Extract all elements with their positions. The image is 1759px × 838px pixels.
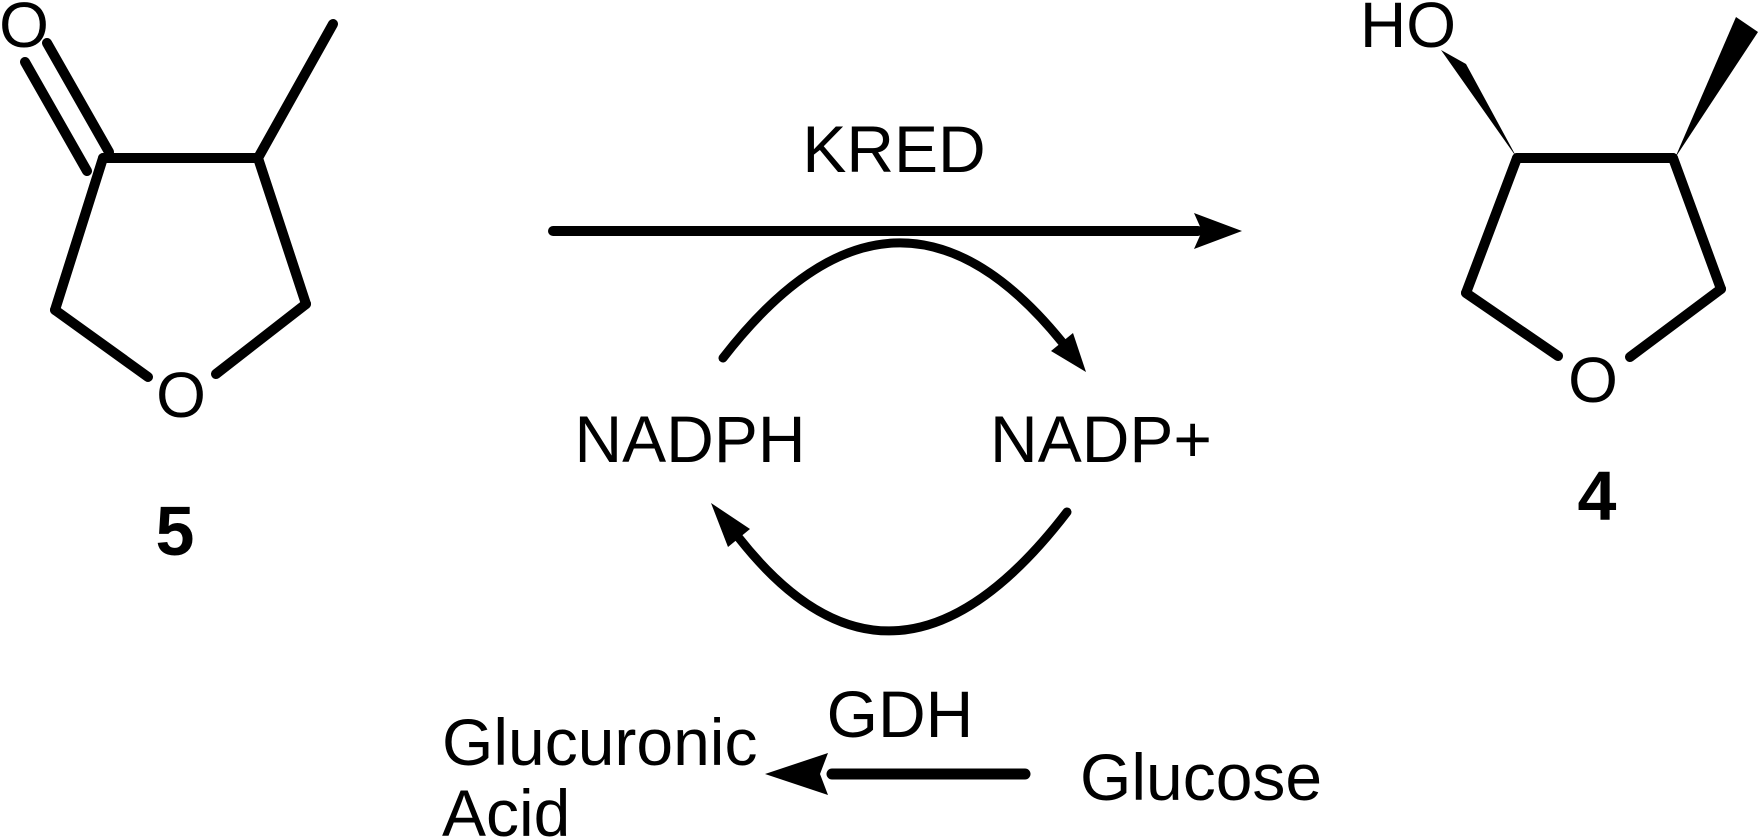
ring-bond-left xyxy=(50,153,108,315)
gdh-arrowhead-icon xyxy=(765,753,828,795)
ring-bond-bottom-right xyxy=(1625,284,1726,362)
kred-reaction: KRED xyxy=(548,112,1242,249)
substrate-number-label: 5 xyxy=(156,492,195,570)
ring-bond-right xyxy=(1668,153,1726,294)
ring-oxygen-label: O xyxy=(1568,344,1618,416)
gdh-enzyme-label: GDH xyxy=(827,677,974,751)
glucuronic-label-line1: Glucuronic xyxy=(442,705,757,779)
ring-oxygen-label: O xyxy=(156,359,206,431)
ring-bond-right xyxy=(253,153,311,309)
kred-enzyme-label: KRED xyxy=(802,112,985,186)
methyl-bond xyxy=(253,19,338,163)
ring-bond-bottom-left xyxy=(1461,288,1563,361)
product-alcohol-structure: HO O 4 xyxy=(1360,0,1758,535)
methyl-wedge-bond xyxy=(1675,17,1758,158)
substrate-ketone-structure: O O 5 xyxy=(0,0,338,570)
hydroxyl-wedge-bond xyxy=(1441,50,1517,158)
reaction-arrowhead-icon xyxy=(1194,213,1242,249)
carbonyl-double-bond-outer xyxy=(42,38,114,157)
carbonyl-double-bond-inner xyxy=(20,57,92,176)
gdh-regeneration: GDH Glucose Glucuronic Acid xyxy=(442,677,1322,838)
cofactor-cycle: NADPH NADP+ xyxy=(574,238,1212,636)
product-number-label: 4 xyxy=(1578,457,1617,535)
ring-bond-left xyxy=(1461,153,1522,298)
ring-bond-bottom-left xyxy=(50,305,153,382)
glucuronic-label-line2: Acid xyxy=(442,776,570,838)
cycle-arc-bottom xyxy=(734,507,1072,636)
cycle-arc-top xyxy=(718,238,1067,363)
carbonyl-oxygen-label: O xyxy=(0,0,49,61)
hydroxyl-label: HO xyxy=(1360,0,1456,61)
nadph-label: NADPH xyxy=(574,402,805,476)
cycle-arc-top-arrowhead-icon xyxy=(1051,333,1086,372)
nadp-plus-label: NADP+ xyxy=(990,402,1212,476)
cycle-arc-bottom-arrowhead-icon xyxy=(711,503,750,547)
ring-bond-bottom-right xyxy=(211,299,311,379)
glucose-label: Glucose xyxy=(1080,740,1322,814)
